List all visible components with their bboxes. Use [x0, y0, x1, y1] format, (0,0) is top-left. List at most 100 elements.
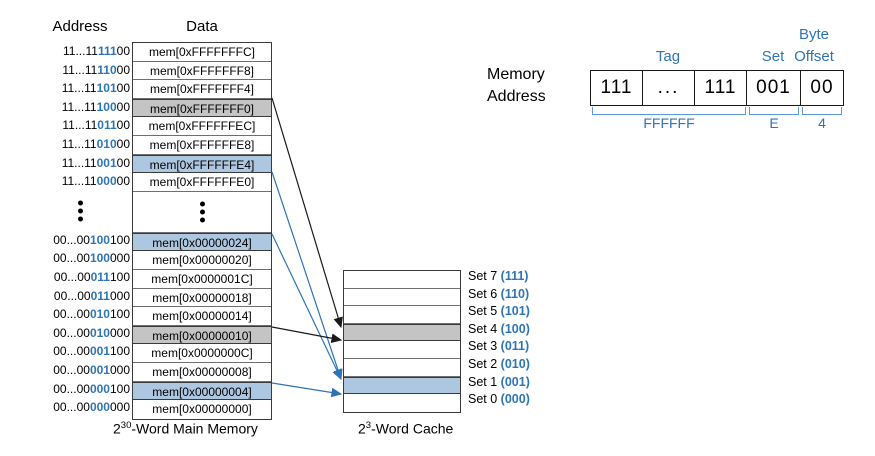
address-tag-bits: 11...11 — [62, 118, 98, 133]
address-set-bits: 001 — [96, 155, 117, 170]
address-offset-bits: 00 — [116, 99, 130, 114]
memory-row: mem[0x00000008] — [133, 362, 271, 382]
memory-cell-value: mem[0xFFFFFFE4] — [149, 157, 255, 172]
address-set-bits: 000 — [96, 174, 117, 189]
set-brace — [749, 107, 799, 115]
memory-cell-value: mem[0x00000018] — [152, 290, 252, 305]
memory-caption-base: 2 — [113, 420, 121, 437]
memory-cell-value: mem[0xFFFFFFFC] — [149, 45, 255, 59]
address-label: 11...1100000 — [30, 172, 130, 191]
memory-row: mem[0xFFFFFFEC] — [133, 117, 271, 136]
memory-cell-value: mem[0x00000010] — [152, 328, 252, 343]
address-set-bits: 110 — [97, 62, 117, 77]
address-tag-bits: 11...11 — [63, 44, 98, 58]
memory-row: mem[0x00000004] — [133, 381, 271, 401]
memory-row: mem[0xFFFFFFF8] — [133, 61, 271, 81]
memory-row: mem[0xFFFFFFE4] — [133, 154, 271, 174]
address-tag-bits: 00...00 — [53, 288, 91, 303]
arrow-ffffff0-to-set4 — [271, 97, 343, 329]
address-offset-bits: 000 — [109, 362, 130, 377]
address-set-bits: 001 — [89, 362, 110, 377]
address-label: 11...1111000 — [30, 61, 130, 80]
address-tag-bits: 11...11 — [61, 81, 97, 96]
cache-set-bits: (010) — [500, 356, 530, 371]
memory-row: mem[0xFFFFFFE0] — [133, 173, 271, 192]
address-offset-bits: 000 — [109, 325, 130, 340]
data-column-header: Data — [186, 18, 218, 35]
memory-row: mem[0x00000010] — [133, 325, 271, 345]
address-label: 11...1110100 — [30, 79, 130, 98]
memory-row: mem[0xFFFFFFE8] — [133, 135, 271, 155]
cache-set-name: Set 2 — [468, 356, 501, 371]
offset-field-caption: Offset — [794, 48, 834, 65]
memory-address-field-box: 111 ... 111 001 00 — [590, 70, 844, 106]
address-offset-bits: 100 — [109, 344, 130, 359]
tag-bits-right: 111 — [695, 71, 747, 105]
set-hex-label: E — [769, 115, 779, 131]
address-offset-bits: 00 — [116, 174, 130, 189]
address-set-bits: 101 — [96, 81, 117, 96]
address-label: 00...00001000 — [30, 361, 130, 380]
memory-cell-value: mem[0xFFFFFFF8] — [150, 63, 254, 78]
main-memory-table: mem[0xFFFFFFFC] mem[0xFFFFFFF8] mem[0xFFFF… — [132, 42, 272, 420]
memory-row: mem[0x00000020] — [133, 251, 271, 270]
cache-set-label: Set 1 (001) — [468, 374, 530, 392]
tag-brace — [592, 107, 746, 115]
cache-set-row — [344, 376, 460, 395]
memory-row: mem[0x00000024] — [133, 232, 271, 252]
address-tag-bits: 00...00 — [53, 400, 90, 415]
memory-cell-value: mem[0x00000020] — [152, 253, 252, 268]
memory-cell-value: mem[0x0000000C] — [151, 346, 253, 361]
memory-cell-value: mem[0x00000000] — [152, 402, 252, 417]
address-tag-bits: 00...00 — [53, 362, 90, 377]
cache-caption-text: -Word Cache — [371, 420, 454, 437]
address-offset-bits: 000 — [109, 288, 130, 303]
cache-set-name: Set 7 — [468, 269, 501, 283]
cache-set-bits: (101) — [500, 304, 530, 319]
tag-field-caption: Tag — [655, 48, 681, 65]
address-ellipsis — [30, 191, 130, 231]
address-offset-bits: 00 — [116, 118, 130, 133]
memory-row: mem[0x0000000C] — [133, 344, 271, 363]
cache-set-name: Set 1 — [468, 374, 501, 389]
main-memory-caption: 230-Word Main Memory — [113, 420, 258, 437]
address-label: 00...00001100 — [30, 342, 130, 361]
memory-address-label: Memory Address — [487, 64, 546, 108]
cache-caption: 23-Word Cache — [358, 420, 453, 437]
address-label: 00...00100100 — [30, 231, 130, 250]
address-set-bits: 011 — [90, 269, 110, 284]
address-tag-bits: 00...00 — [53, 325, 90, 340]
cache-set-bits: (100) — [500, 321, 530, 336]
address-set-bits: 011 — [90, 288, 110, 303]
address-set-bits: 000 — [89, 400, 110, 415]
address-set-bits: 100 — [89, 232, 110, 247]
cache-set-row — [344, 288, 460, 307]
memory-cell-value: mem[0x0000001C] — [151, 271, 253, 286]
address-set-bits: 010 — [96, 136, 117, 151]
arrow-00000004-to-set1 — [271, 382, 343, 398]
memory-row: mem[0xFFFFFFFC] — [133, 43, 271, 62]
arrow-ffffffe4-to-set1 — [271, 171, 343, 381]
address-label: 11...1101000 — [30, 135, 130, 154]
cache-set-name: Set 0 — [468, 392, 501, 407]
cache-set-label: Set 0 (000) — [468, 391, 530, 409]
memory-cell-value: mem[0x00000024] — [152, 235, 252, 250]
address-label: 11...1111100 — [30, 42, 130, 61]
memory-address-label-line1: Memory — [487, 66, 545, 83]
memory-row: mem[0x00000000] — [133, 400, 271, 419]
address-label: 00...00100000 — [30, 249, 130, 268]
cache-set-label: Set 6 (110) — [468, 286, 530, 304]
cache-set-bits: (111) — [500, 269, 529, 283]
arrow-00000010-to-set4 — [271, 326, 343, 343]
cache-set-row — [344, 271, 460, 289]
address-set-bits: 100 — [96, 99, 117, 114]
cache-set-row — [344, 358, 460, 377]
address-offset-bits: 00 — [116, 81, 130, 96]
cache-set-bits: (110) — [500, 286, 530, 301]
memory-row: mem[0xFFFFFFF0] — [133, 98, 271, 118]
address-offset-bits: 000 — [109, 251, 130, 266]
memory-address-label-line2: Address — [487, 88, 546, 105]
cache-set-bits: (011) — [500, 339, 530, 354]
vertical-dots-icon — [133, 198, 271, 225]
